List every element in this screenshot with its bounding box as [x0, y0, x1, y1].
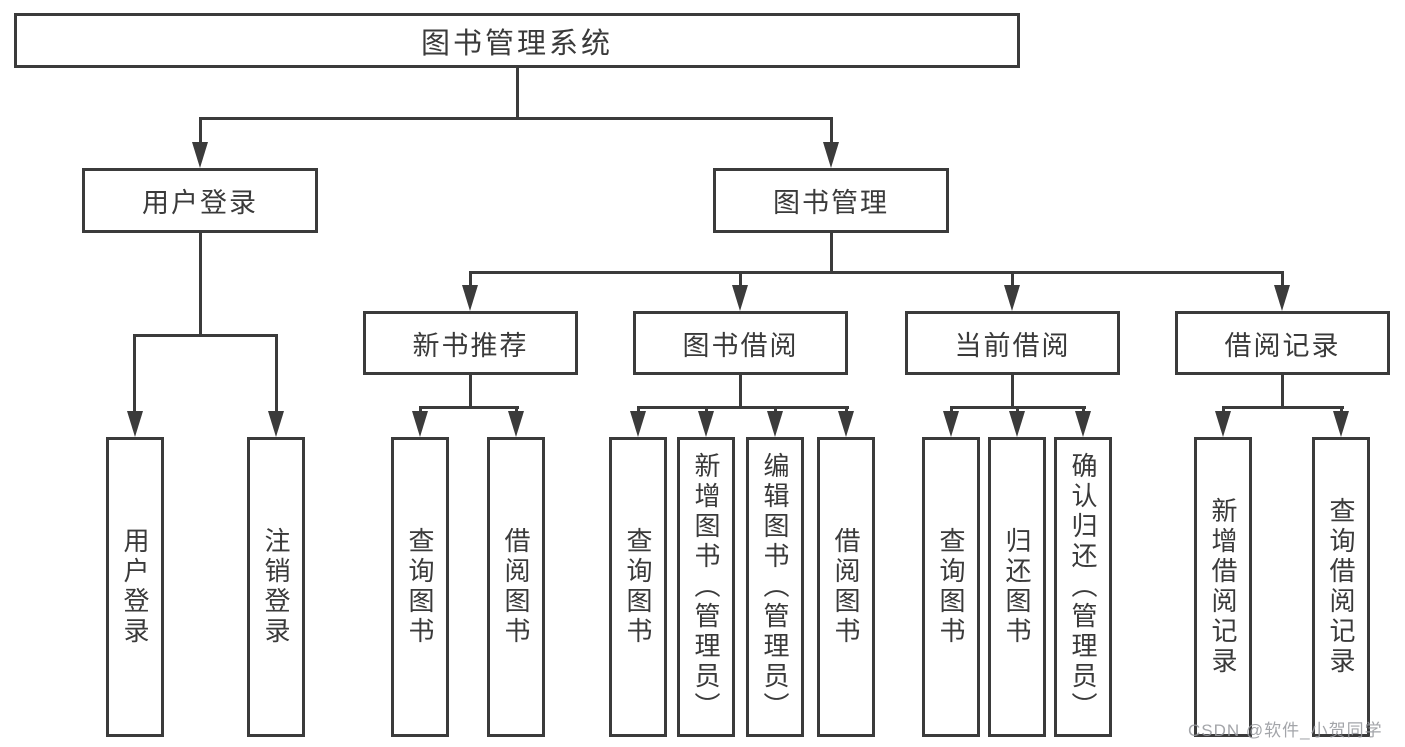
leaf-user-login-label: 用户登录	[120, 527, 150, 647]
leaf-borrow-books-1: 借阅图书	[487, 437, 545, 737]
leaf-query-books-2-label: 查询图书	[623, 527, 653, 647]
connector-line	[845, 406, 848, 415]
connector-line	[1281, 271, 1284, 289]
leaf-query-books-3-label: 查询图书	[936, 527, 966, 647]
connector-line	[469, 375, 472, 409]
leaf-query-books-1-label: 查询图书	[405, 527, 435, 647]
arrowhead-down-icon	[767, 411, 783, 437]
arrowhead-down-icon	[1075, 411, 1091, 437]
node-root: 图书管理系统	[14, 13, 1020, 68]
node-borrow-records-label: 借阅记录	[1224, 330, 1341, 361]
arrowhead-down-icon	[823, 142, 839, 168]
node-user-login: 用户登录	[82, 168, 318, 233]
connector-line	[133, 334, 136, 414]
arrowhead-down-icon	[1333, 411, 1349, 437]
connector-line	[419, 406, 422, 415]
node-new-book-recommend-label: 新书推荐	[412, 330, 529, 361]
arrowhead-down-icon	[630, 411, 646, 437]
arrowhead-down-icon	[508, 411, 524, 437]
leaf-add-books-admin: 新增图书（管理员）	[677, 437, 735, 737]
node-new-book-recommend: 新书推荐	[363, 311, 578, 375]
arrowhead-down-icon	[1004, 285, 1020, 311]
connector-line	[1082, 406, 1085, 415]
connector-line	[1340, 406, 1343, 415]
leaf-query-books-1: 查询图书	[391, 437, 449, 737]
node-current-borrow-label: 当前借阅	[954, 330, 1071, 361]
connector-line	[739, 375, 742, 409]
connector-line	[419, 406, 519, 409]
node-current-borrow: 当前借阅	[905, 311, 1120, 375]
connector-line	[830, 117, 833, 146]
leaf-logout-label: 注销登录	[261, 527, 291, 647]
node-root-label: 图书管理系统	[420, 27, 613, 60]
arrowhead-down-icon	[943, 411, 959, 437]
node-book-borrow: 图书借阅	[633, 311, 848, 375]
connector-line	[516, 68, 519, 119]
connector-line	[637, 406, 640, 415]
leaf-confirm-return-admin-label: 确认归还（管理员）	[1068, 452, 1098, 722]
connector-line	[950, 406, 953, 415]
arrowhead-down-icon	[838, 411, 854, 437]
connector-line	[1011, 375, 1014, 409]
connector-line	[469, 271, 472, 289]
connector-line	[133, 334, 278, 337]
connector-line	[199, 233, 202, 337]
arrowhead-down-icon	[127, 411, 143, 437]
arrowhead-down-icon	[412, 411, 428, 437]
node-borrow-records: 借阅记录	[1175, 311, 1390, 375]
arrowhead-down-icon	[698, 411, 714, 437]
csdn-watermark: CSDN @软件_小贺同学	[1188, 721, 1383, 740]
connector-line	[199, 117, 202, 146]
arrowhead-down-icon	[1215, 411, 1231, 437]
connector-line	[275, 334, 278, 414]
arrowhead-down-icon	[1274, 285, 1290, 311]
leaf-query-books-3: 查询图书	[922, 437, 980, 737]
leaf-return-books: 归还图书	[988, 437, 1046, 737]
connector-line	[1222, 406, 1344, 409]
arrowhead-down-icon	[192, 142, 208, 168]
node-book-management-label: 图书管理	[773, 188, 889, 218]
connector-line	[774, 406, 777, 415]
leaf-query-borrow-record-label: 查询借阅记录	[1326, 497, 1356, 677]
leaf-return-books-label: 归还图书	[1002, 527, 1032, 647]
connector-line	[637, 406, 849, 409]
connector-line	[830, 233, 833, 274]
leaf-logout: 注销登录	[247, 437, 305, 737]
connector-line	[1222, 406, 1225, 415]
leaf-borrow-books-1-label: 借阅图书	[501, 527, 531, 647]
connector-line	[705, 406, 708, 415]
connector-line	[1016, 406, 1019, 415]
leaf-add-borrow-record: 新增借阅记录	[1194, 437, 1252, 737]
arrowhead-down-icon	[268, 411, 284, 437]
node-user-login-label: 用户登录	[142, 188, 258, 218]
connector-line	[739, 271, 742, 289]
connector-line	[199, 117, 833, 120]
arrowhead-down-icon	[732, 285, 748, 311]
connector-line	[1281, 375, 1284, 409]
node-book-management: 图书管理	[713, 168, 949, 233]
leaf-edit-books-admin: 编辑图书（管理员）	[746, 437, 804, 737]
arrowhead-down-icon	[462, 285, 478, 311]
leaf-user-login: 用户登录	[106, 437, 164, 737]
node-book-borrow-label: 图书借阅	[682, 330, 799, 361]
leaf-borrow-books-2: 借阅图书	[817, 437, 875, 737]
leaf-confirm-return-admin: 确认归还（管理员）	[1054, 437, 1112, 737]
leaf-query-books-2: 查询图书	[609, 437, 667, 737]
arrowhead-down-icon	[1009, 411, 1025, 437]
leaf-query-borrow-record: 查询借阅记录	[1312, 437, 1370, 737]
connector-line	[1011, 271, 1014, 289]
connector-line	[515, 406, 518, 415]
leaf-borrow-books-2-label: 借阅图书	[831, 527, 861, 647]
connector-line	[469, 271, 1284, 274]
leaf-add-borrow-record-label: 新增借阅记录	[1208, 497, 1238, 677]
leaf-add-books-admin-label: 新增图书（管理员）	[691, 452, 721, 722]
leaf-edit-books-admin-label: 编辑图书（管理员）	[760, 452, 790, 722]
